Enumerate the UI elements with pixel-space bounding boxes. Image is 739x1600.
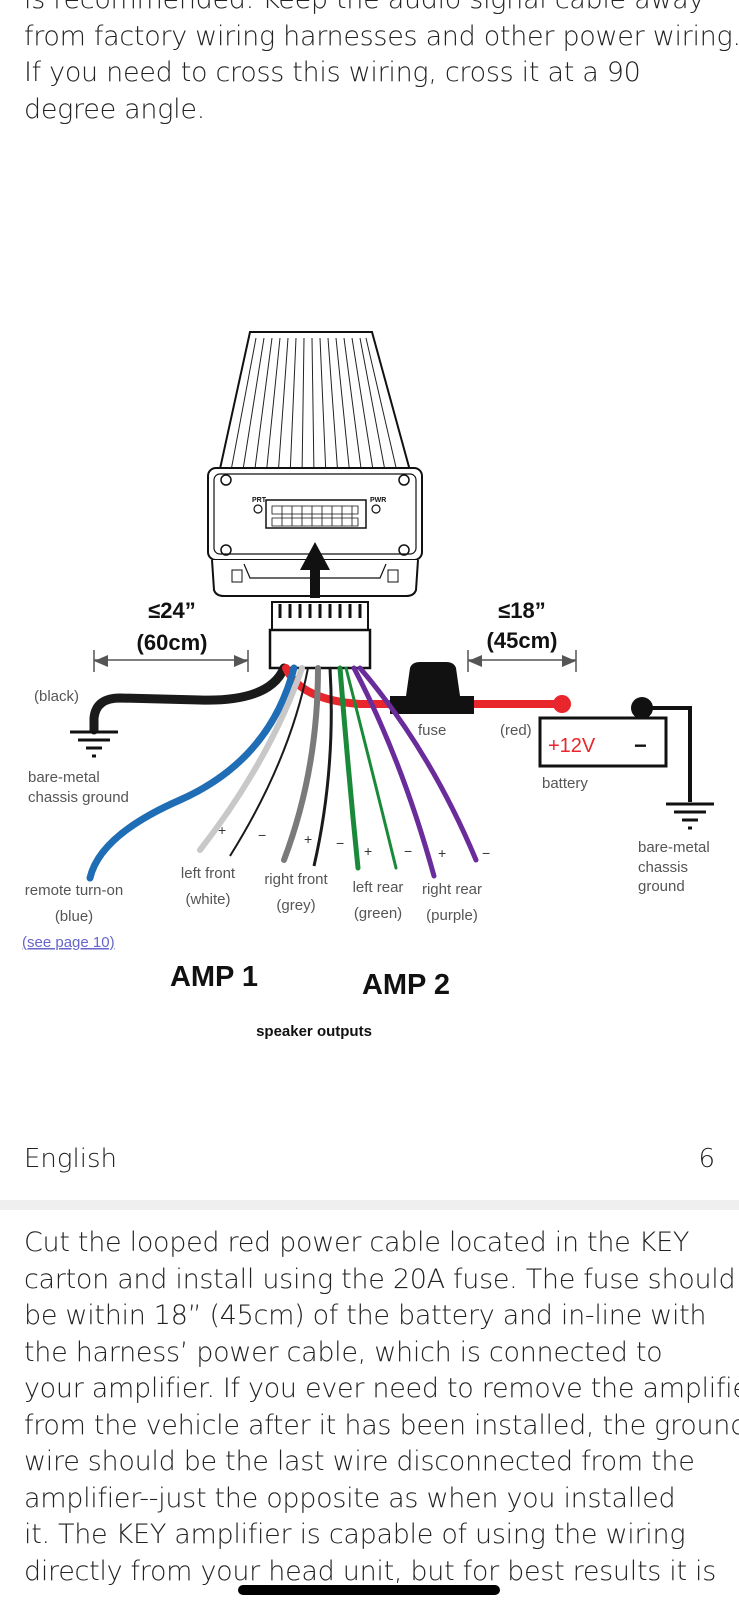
text-line: carton and install using the 20A fuse. T… [24,1263,736,1295]
left-front-plus: + [218,822,226,838]
right-front-color: (grey) [276,897,315,914]
left-ground-label-1: bare-metal [28,769,100,786]
footer-page-number: 6 [698,1144,715,1174]
amplifier-illustration: PRT PWR [207,331,423,598]
remote-turn-on-wire [86,664,298,882]
left-rear-color: (green) [354,905,402,922]
right-ground-label-1: bare-metal [638,839,710,856]
right-front-label: right front [264,871,328,888]
text-line: the harness’ power cable, which is conne… [24,1336,663,1368]
left-rear-plus: + [364,843,372,859]
prt-label: PRT [252,497,267,504]
battery-plus-label: +12V [548,735,596,757]
top-paragraph: is recommended. Keep the audio signal ca… [24,0,739,128]
right-distance-marker: ≤18” (45cm) [467,598,577,672]
right-ground-label-2: chassis [638,859,688,876]
fuse-label: fuse [418,722,446,739]
text-line: wire should be the last wire disconnecte… [24,1446,695,1477]
left-distance-value: ≤24” [148,598,196,623]
right-rear-wires [351,665,479,879]
wiring-diagram: PRT PWR ≤24” (60cm) ≤18” (45cm) (black) … [22,331,714,1040]
left-front-wires [197,665,309,857]
battery-label: battery [542,775,588,792]
strike-overlay [238,1585,500,1595]
footer-language: English [24,1144,117,1174]
see-page-link-text[interactable]: (see page 10) [22,934,115,951]
battery: +12V − [538,697,668,768]
remote-turn-on-color: (blue) [55,908,93,925]
right-distance-metric: (45cm) [487,628,558,653]
text-line: it. The KEY amplifier is capable of usin… [24,1519,686,1550]
text-line: Cut the looped red power cable located i… [24,1227,690,1258]
left-distance-metric: (60cm) [137,630,208,655]
left-front-minus: − [258,827,266,843]
text-line: amplifier--just the opposite as when you… [24,1482,676,1514]
page-footer: English 6 [0,1140,739,1202]
amp2-label: AMP 2 [362,969,450,1001]
right-ground-wire [648,706,714,830]
left-rear-label: left rear [353,879,404,896]
text-line: degree angle. [24,93,205,125]
text-line: If you need to cross this wiring, cross … [24,57,641,88]
left-distance-marker: ≤24” (60cm) [93,598,249,672]
right-distance-value: ≤18” [498,598,546,623]
see-page-link[interactable]: (see page 10) [22,934,115,951]
right-rear-color: (purple) [426,907,478,924]
left-front-label: left front [181,865,236,882]
ground-wire-color-label: (black) [34,688,79,705]
text-line: your amplifier. If you ever need to remo… [24,1373,739,1404]
fuse-holder [390,662,474,714]
right-rear-minus: − [482,845,490,861]
right-front-minus: − [336,835,344,851]
harness-connector [268,601,372,670]
page-divider [0,1200,739,1210]
left-rear-wires [337,665,398,871]
text-line: be within 18” (45cm) of the battery and … [24,1300,707,1331]
left-ground-label-2: chassis ground [28,789,129,806]
right-front-wires [281,665,333,867]
text-line: from factory wiring harnesses and other … [24,20,739,52]
speaker-outputs-label: speaker outputs [256,1023,372,1040]
right-rear-plus: + [438,845,446,861]
text-line: from the vehicle after it has been insta… [24,1409,739,1441]
pwr-label: PWR [370,497,386,504]
battery-minus-label: − [634,733,647,758]
left-rear-minus: − [404,843,412,859]
bottom-paragraph: Cut the looped red power cable located i… [24,1225,739,1590]
text-line: is recommended. Keep the audio signal ca… [24,0,724,19]
amp1-label: AMP 1 [170,961,258,993]
text-line: directly from your head unit, but for be… [24,1555,717,1587]
remote-turn-on-label: remote turn-on [25,882,123,899]
right-ground-label-3: ground [638,878,685,895]
right-rear-label: right rear [422,881,482,898]
power-wire-color-label: (red) [500,722,532,739]
right-front-plus: + [304,831,312,847]
left-front-color: (white) [185,891,230,908]
black-ground-wire [70,663,289,758]
